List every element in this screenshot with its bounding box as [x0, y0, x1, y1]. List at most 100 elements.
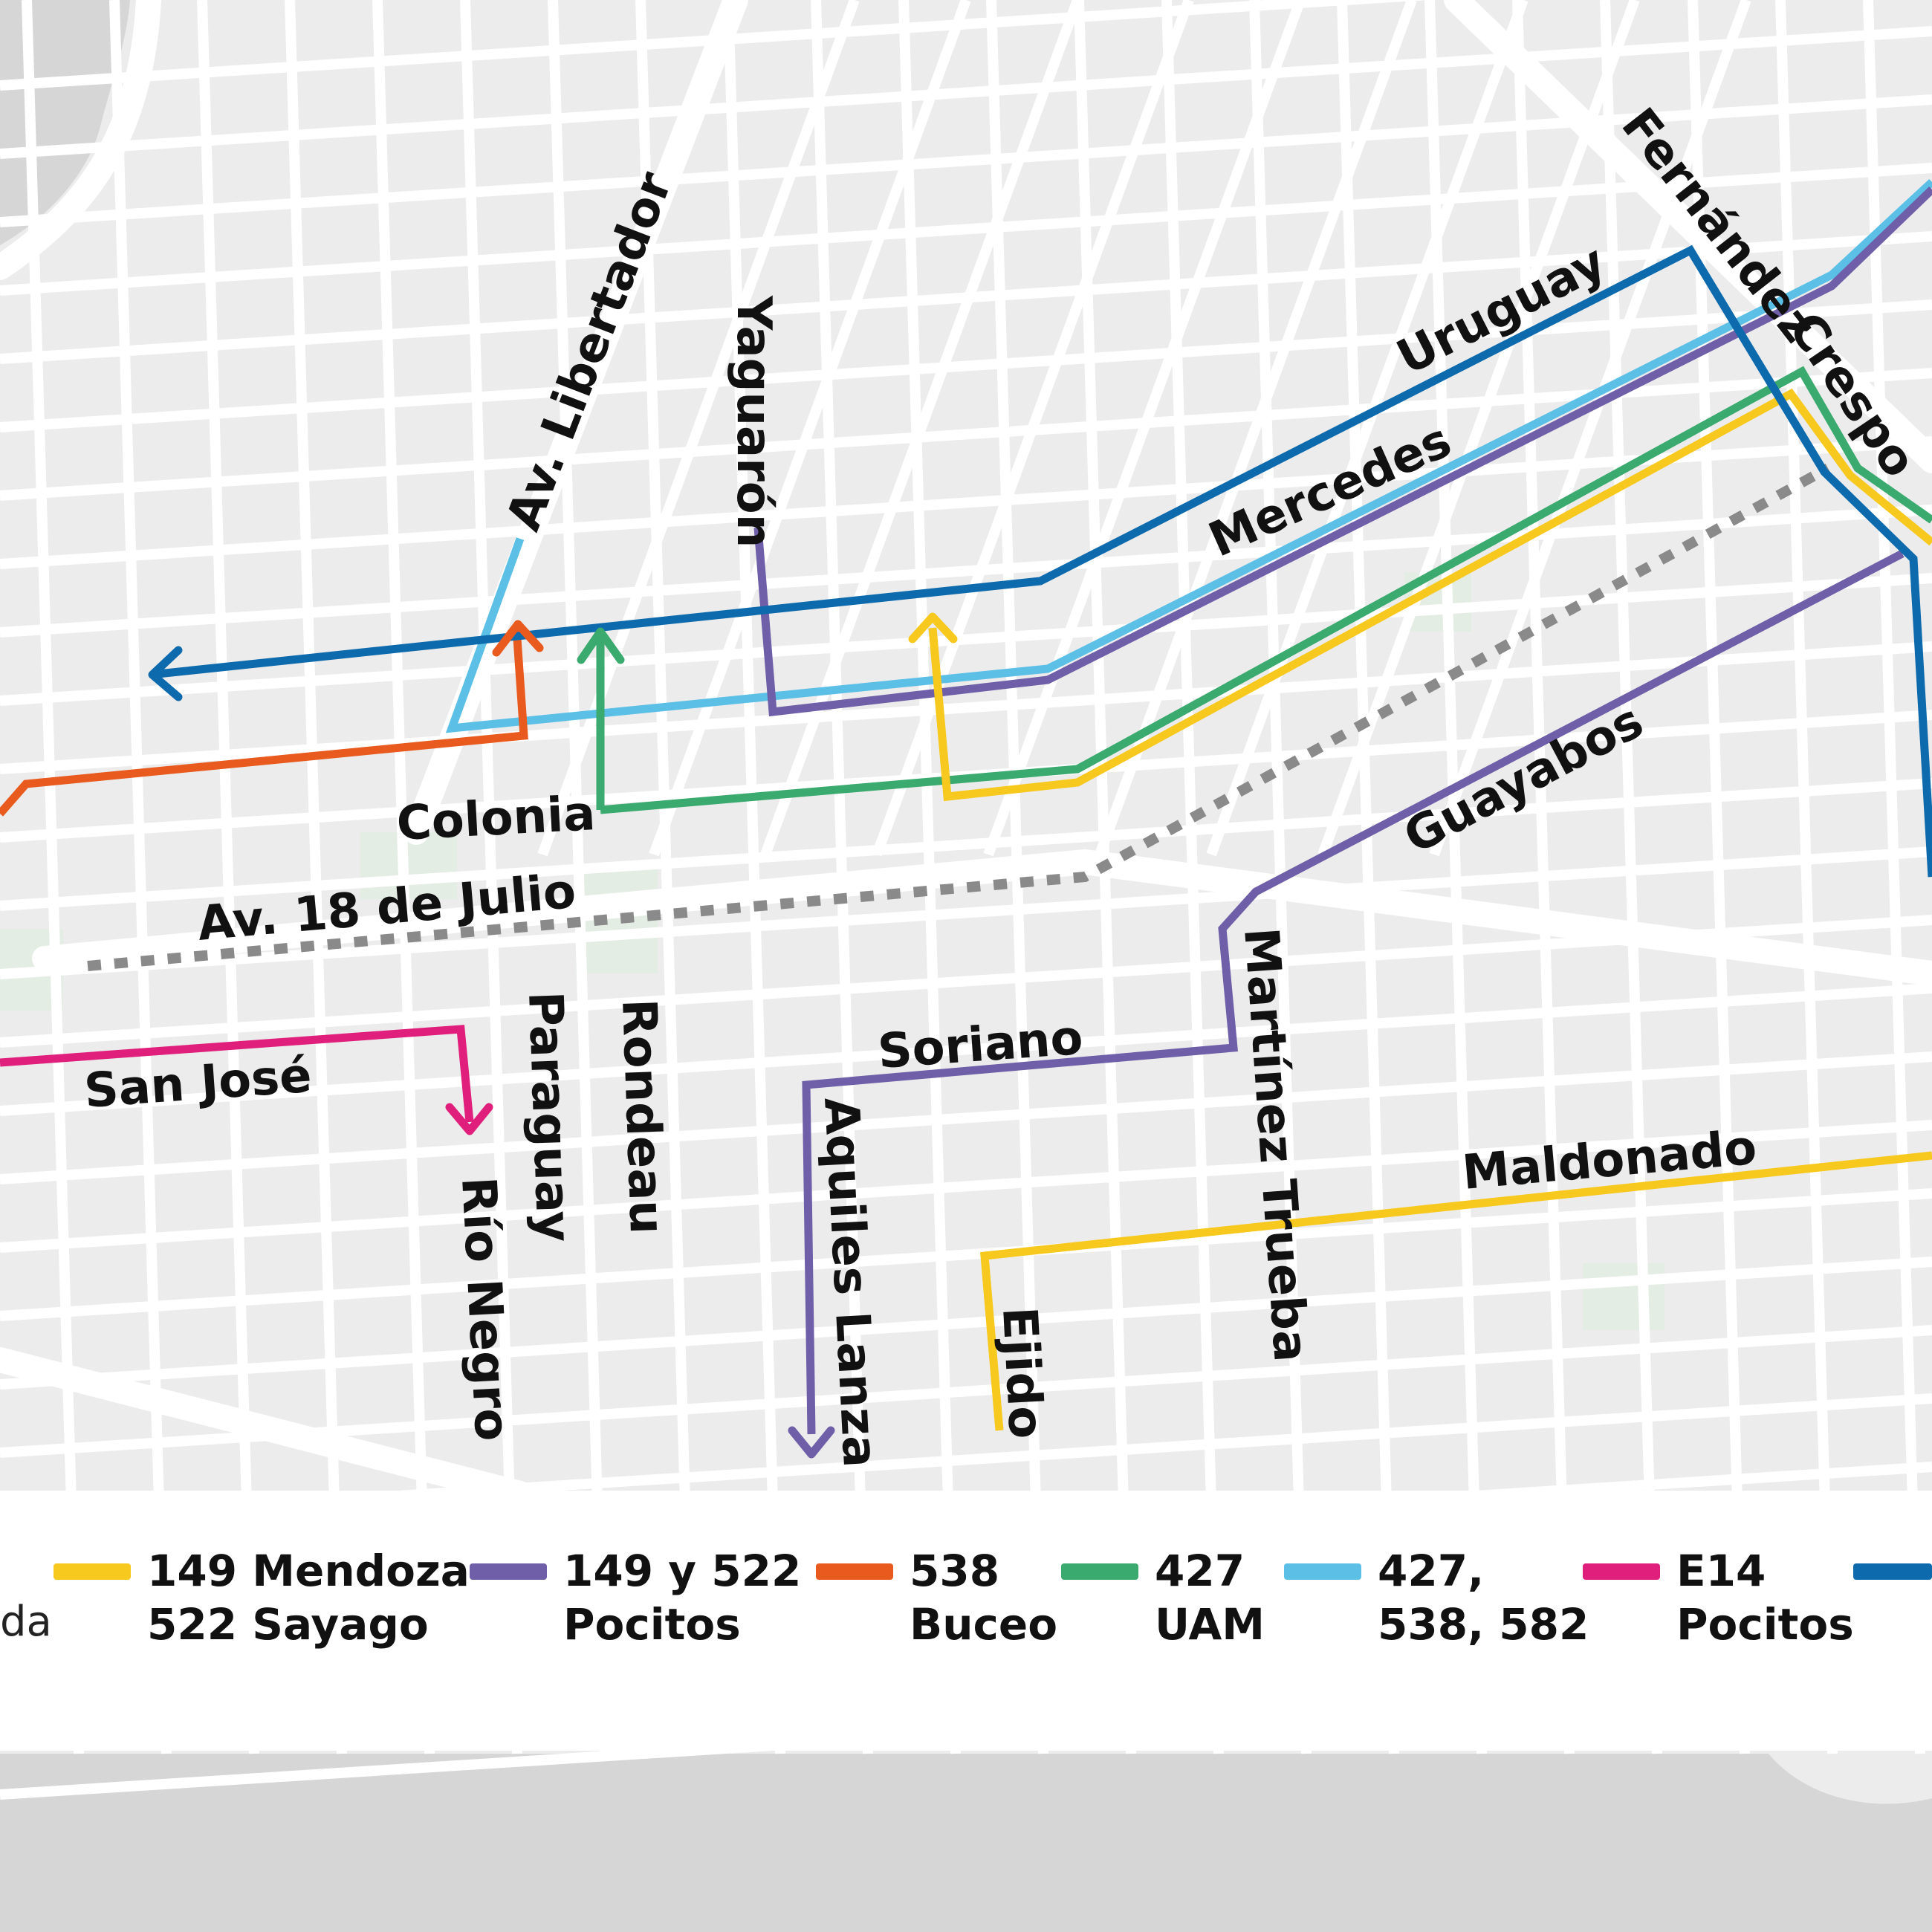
street-north-south: [22, 0, 84, 1754]
arrow-green: [577, 627, 625, 664]
street-north-south: [197, 0, 259, 1754]
label-soriano: Soriano: [876, 1011, 1085, 1080]
arrow-yellow: [908, 612, 958, 644]
avenue-coast-road: [0, 0, 161, 280]
legend-item-yellow: 149 Mendoza 522 Sayago: [54, 1544, 470, 1651]
label-guayabos: Guayabos: [1395, 693, 1653, 865]
street-diagonal: [1206, 0, 1529, 857]
label-aquiles-lanza: Aquiles Lanza: [813, 1096, 887, 1469]
legend-cut-text: da: [0, 1598, 52, 1646]
avenue-bottom-road: [0, 1347, 533, 1506]
label-colonia: Colonia: [395, 786, 597, 852]
legend-line1: E14: [1676, 1546, 1766, 1596]
street-north-south: [548, 0, 610, 1754]
street-diagonal: [1317, 0, 1640, 857]
street-north-south: [1424, 0, 1487, 1754]
avenue-diagonal-road: [1444, 0, 1932, 473]
route-blue: [157, 244, 1932, 878]
legend-line2: 522 Sayago: [147, 1599, 429, 1650]
street-diagonal: [1095, 0, 1417, 857]
street-diagonal: [649, 0, 971, 857]
park-2: [576, 869, 658, 973]
arrow-orange: [492, 620, 544, 657]
street-north-south: [1337, 0, 1399, 1754]
route-arrows: [148, 612, 958, 1459]
legend-line1: 149 y 522: [563, 1546, 802, 1596]
street-east-west: [0, 1257, 1932, 1390]
avenue-libertador-road: [403, 0, 748, 845]
legend-line2: Pocitos: [563, 1599, 741, 1650]
legend-line2: 538, 582: [1378, 1599, 1589, 1650]
route-orange: [0, 627, 528, 817]
street-north-south: [1688, 0, 1750, 1754]
street-east-west: [0, 573, 1932, 706]
route-green: [596, 366, 1932, 814]
street-diagonal: [760, 0, 1083, 857]
street-north-south: [285, 0, 347, 1754]
legend-item-purple: 149 y 522 Pocitos: [470, 1544, 801, 1651]
legend-item-magenta: E14 Pocitos: [1583, 1544, 1854, 1651]
legend-swatch: [1284, 1563, 1361, 1580]
water-bottom-coast: [1769, 1754, 1932, 1804]
legend-swatch: [54, 1563, 131, 1580]
label-martinez-trueba: Martínez Trueba: [1233, 926, 1318, 1364]
major-avenues: [0, 0, 1932, 1506]
legend-swatch: [1853, 1563, 1932, 1580]
route-av18-dotted: [87, 463, 1831, 971]
route-purple-upper: [753, 187, 1932, 717]
street-north-south: [109, 0, 172, 1754]
park-5: [1583, 1263, 1664, 1330]
legend-label: 427 UAM: [1155, 1544, 1265, 1651]
water-bottom: [0, 1754, 1932, 1932]
legend-swatch: [1583, 1563, 1660, 1580]
legend-swatch: [816, 1563, 893, 1580]
legend-line2: Buceo: [910, 1599, 1058, 1650]
legend-label: 538 Buceo: [910, 1544, 1057, 1651]
street-diagonal: [872, 0, 1194, 857]
legend-item-orange: 538 Buceo: [816, 1544, 1057, 1651]
legend-label: 427, 538, 582: [1378, 1544, 1589, 1651]
street-east-west: [0, 505, 1932, 638]
legend-item-blue: [1853, 1544, 1932, 1580]
label-ejido: Ejido: [991, 1306, 1053, 1440]
legend-panel: [0, 1491, 1932, 1751]
legend-swatch: [470, 1563, 547, 1580]
route-purple-lower: [802, 550, 1905, 1435]
street-east-west: [0, 641, 1932, 774]
legend-line1: 538: [910, 1546, 1000, 1596]
street-east-west: [0, 0, 1429, 91]
legend-line2: Pocitos: [1676, 1599, 1854, 1650]
route-magenta: [0, 1025, 474, 1123]
street-north-south: [1863, 0, 1925, 1754]
bus-routes: [0, 178, 1932, 1435]
label-yaguaron: Yaguarón: [726, 295, 781, 548]
label-san-jose: San José: [82, 1048, 314, 1119]
label-rondeau: Rondeau: [611, 998, 674, 1235]
legend-line1: 427: [1155, 1546, 1245, 1596]
route-yellow-upper: [928, 388, 1932, 802]
route-yellow-lower: [980, 1151, 1932, 1431]
street-north-south: [635, 0, 698, 1754]
street-east-west: [0, 436, 1932, 569]
legend-line1: 149 Mendoza: [147, 1546, 470, 1596]
street-north-south: [723, 0, 785, 1754]
arrow-blue: [148, 646, 183, 701]
street-north-south: [460, 0, 522, 1754]
street-east-west: [0, 1188, 1932, 1321]
legend-swatch: [1061, 1563, 1138, 1580]
route-lightblue: [445, 178, 1932, 733]
legend-item-lightblue: 427, 538, 582: [1284, 1544, 1589, 1651]
legend-item-green: 427 UAM: [1061, 1544, 1265, 1651]
legend-label: 149 Mendoza 522 Sayago: [147, 1544, 470, 1651]
label-paraguay: Paraguay: [517, 991, 581, 1243]
street-diagonal: [983, 0, 1306, 857]
avenue-18-de-julio-road: [32, 849, 1932, 986]
street-diagonal: [1429, 0, 1751, 857]
legend-line1: 427,: [1378, 1546, 1485, 1596]
arrow-magenta: [445, 1103, 493, 1135]
legend-label: E14 Pocitos: [1676, 1544, 1854, 1651]
legend-label: 149 y 522 Pocitos: [563, 1544, 801, 1651]
legend-line2: UAM: [1155, 1599, 1265, 1650]
street-east-west: [0, 778, 1932, 911]
